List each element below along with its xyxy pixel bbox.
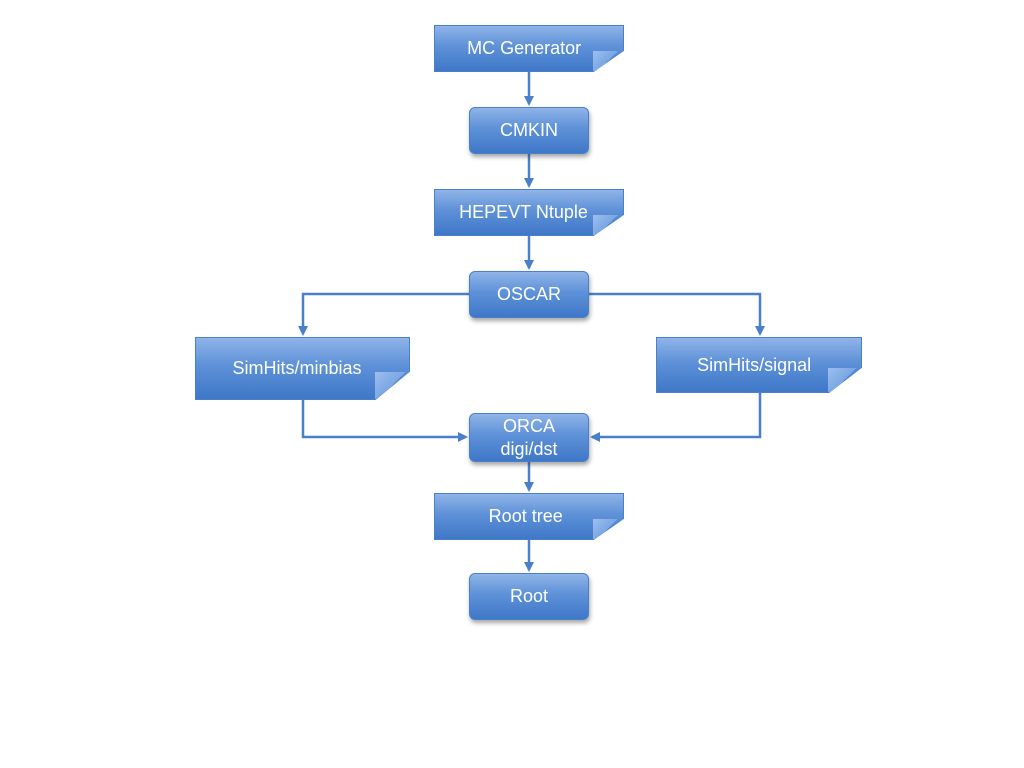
node-label: HEPEVT Ntuple <box>459 202 588 223</box>
node-oscar: OSCAR <box>469 271 589 318</box>
node-cmkin: CMKIN <box>469 107 589 154</box>
node-label: SimHits/signal <box>697 354 812 375</box>
node-label-line2: digi/dst <box>500 438 558 459</box>
node-label: CMKIN <box>500 120 558 141</box>
node-label: MC Generator <box>467 38 582 59</box>
arrow-oscar-to-simhits-signal <box>589 292 765 336</box>
node-label: Root tree <box>488 506 563 527</box>
node-hepevt-ntuple: HEPEVT Ntuple <box>434 189 624 236</box>
node-label: OSCAR <box>496 284 561 305</box>
arrow-oscar-to-simhits-minbias <box>298 292 469 336</box>
node-simhits-signal: SimHits/signal <box>656 337 862 393</box>
node-root-tree: Root tree <box>434 493 624 540</box>
arrow-simhits-minbias-to-orca <box>301 400 468 442</box>
node-label-line1: ORCA <box>502 416 555 436</box>
node-simhits-minbias: SimHits/minbias <box>195 337 410 400</box>
node-label: Root <box>509 586 549 607</box>
arrow-simhits-signal-to-orca <box>590 393 762 442</box>
node-label: SimHits/minbias <box>232 358 362 379</box>
node-root: Root <box>469 573 589 620</box>
node-mc-generator: MC Generator <box>434 25 624 72</box>
node-orca: ORCA digi/dst <box>469 413 589 462</box>
